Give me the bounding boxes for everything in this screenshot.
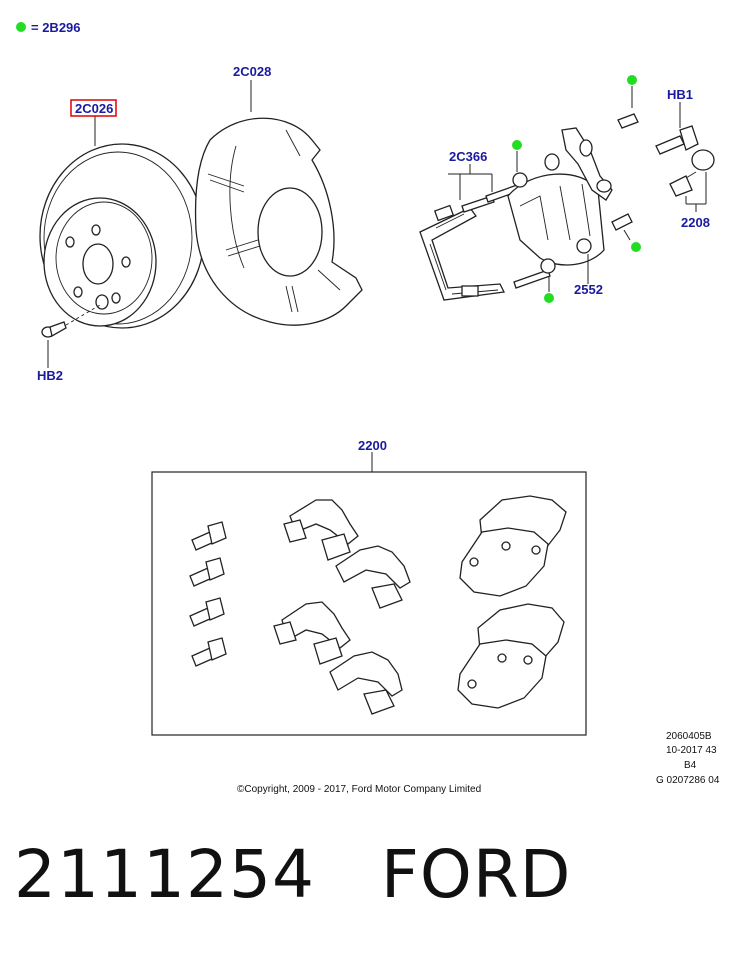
bolt-hb1 [655,125,699,155]
copyright: ©Copyright, 2009 - 2017, Ford Motor Comp… [237,784,481,795]
meta-line-1: 2060405B [666,731,712,742]
callout-2552: 2552 [574,282,603,297]
callout-HB2: HB2 [37,368,63,383]
guide-pins [461,183,551,289]
callout-2C028: 2C028 [233,64,271,79]
callout-2C026: 2C026 [75,101,113,116]
callout-2208: 2208 [681,215,710,230]
splash-shield [194,117,363,326]
bolt-hb2 [41,304,101,338]
footer-title: 2111254 FORD [14,836,572,913]
kit-bolts [189,521,227,667]
legend: = 2B296 [16,20,81,35]
footer-spacer [315,836,381,913]
kit-pads [457,495,567,709]
callout-2200: 2200 [358,438,387,453]
marker-dot [512,140,522,150]
legend-text: = 2B296 [31,20,81,35]
marker-dot [631,242,641,252]
kit-clips [273,499,411,715]
green-markers [512,75,641,303]
brake-disc [39,143,205,329]
bleed-screw [669,149,715,197]
legend-dot [16,22,26,32]
brand-name: FORD [380,836,572,913]
drawing-meta: 2060405B 10-2017 43 B4 G 0207286 04 [656,731,720,786]
meta-line-3: B4 [684,760,697,771]
marker-dot [627,75,637,85]
marker-dot [544,293,554,303]
callout-2C366: 2C366 [449,149,487,164]
meta-line-4: G 0207286 04 [656,775,720,786]
caliper-carrier [419,204,505,301]
meta-line-2: 10-2017 43 [666,745,717,756]
part-number: 2111254 [14,836,315,913]
callout-2C026-highlight [70,99,117,117]
kit-box [151,471,587,736]
callout-HB1: HB1 [667,87,693,102]
caliper-body [507,113,639,274]
